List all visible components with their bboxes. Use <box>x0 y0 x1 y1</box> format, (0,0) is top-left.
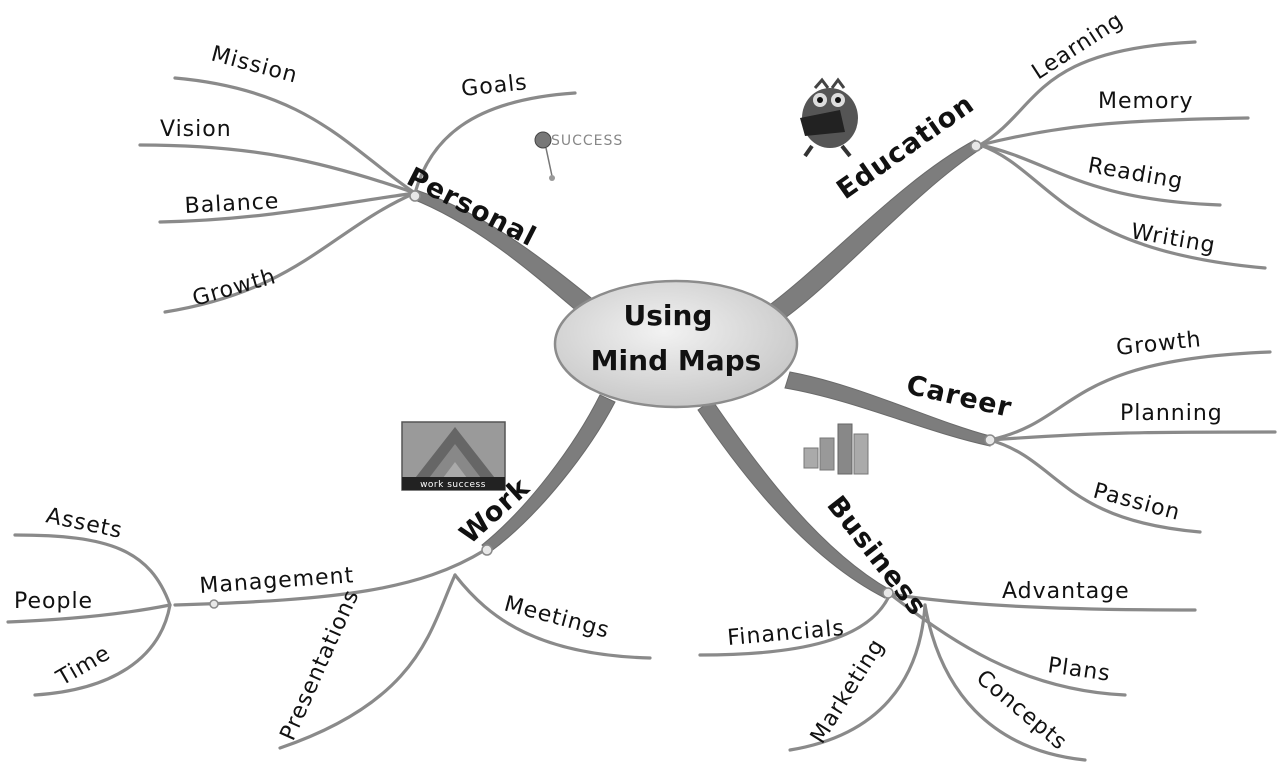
leaf-time[interactable]: Time <box>52 641 115 692</box>
education-knot <box>970 140 982 152</box>
leaf-management[interactable]: Management <box>199 563 355 599</box>
line-writing <box>978 143 1267 270</box>
leaf-financials[interactable]: Financials <box>726 616 846 651</box>
line-planning <box>988 430 1277 442</box>
leaf-goals[interactable]: Goals <box>460 70 529 102</box>
business-knot <box>882 587 894 599</box>
leaf-presentations[interactable]: Presentations <box>276 586 365 745</box>
line-memory <box>978 116 1250 147</box>
personal-subbranches <box>138 76 577 314</box>
career-knot <box>984 434 996 446</box>
personal-knot <box>409 190 421 202</box>
line-passion <box>988 438 1202 534</box>
leaf-mission[interactable]: Mission <box>208 42 300 89</box>
line-concepts <box>923 603 1087 762</box>
line-career-growth <box>988 350 1272 442</box>
leaf-planning[interactable]: Planning <box>1120 401 1223 426</box>
leaf-vision[interactable]: Vision <box>160 117 232 142</box>
leaf-learning[interactable]: Learning <box>1028 8 1128 85</box>
leaf-balance[interactable]: Balance <box>184 189 280 219</box>
management-knot <box>209 599 219 609</box>
line-reading <box>978 143 1222 207</box>
line-advantage <box>888 592 1197 612</box>
line-mission <box>173 76 417 195</box>
line-marketing <box>788 603 927 752</box>
leaf-advantage[interactable]: Advantage <box>1002 579 1130 604</box>
line-growth <box>163 191 417 314</box>
work-subbranches <box>6 533 652 750</box>
education-subbranches <box>970 40 1267 270</box>
line-time <box>33 603 172 697</box>
center-ellipse <box>553 279 799 409</box>
line-vision <box>138 143 417 195</box>
leaf-passion[interactable]: Passion <box>1090 479 1183 526</box>
line-assets <box>13 533 172 607</box>
leaf-memory[interactable]: Memory <box>1098 89 1193 114</box>
line-learning <box>978 40 1197 147</box>
center-node[interactable]: Using Mind Maps <box>553 279 799 409</box>
line-plans <box>888 592 1127 697</box>
leaf-meetings[interactable]: Meetings <box>501 592 612 644</box>
line-presentations <box>278 573 457 750</box>
line-balance <box>158 191 417 224</box>
leaf-plans[interactable]: Plans <box>1046 653 1112 687</box>
line-meetings <box>453 573 652 660</box>
line-financials <box>698 592 892 657</box>
center-title-line1: Using <box>624 299 713 332</box>
line-goals <box>413 91 577 195</box>
bar-chart-icon <box>803 423 869 475</box>
leaf-growth-career[interactable]: Growth <box>1115 327 1203 361</box>
reading-owl-icon <box>800 77 858 158</box>
pyramid-icon: work success <box>401 421 506 491</box>
leaf-growth-personal[interactable]: Growth <box>190 264 279 312</box>
center-title-line2: Mind Maps <box>591 344 762 377</box>
trunk-business <box>697 399 891 599</box>
success-icon-text: SUCCESS <box>551 133 623 149</box>
line-management <box>173 548 487 607</box>
branch-label-personal[interactable]: Personal <box>402 162 541 254</box>
leaf-people[interactable]: People <box>14 589 93 614</box>
success-balloon-icon: SUCCESS <box>534 131 623 181</box>
line-people <box>6 603 172 624</box>
career-subbranches <box>984 350 1277 534</box>
pyramid-icon-text: work success <box>420 480 486 490</box>
trunk-education <box>759 139 983 326</box>
business-subbranches <box>698 587 1197 762</box>
work-knot <box>481 544 493 556</box>
trunk-career <box>784 371 991 447</box>
